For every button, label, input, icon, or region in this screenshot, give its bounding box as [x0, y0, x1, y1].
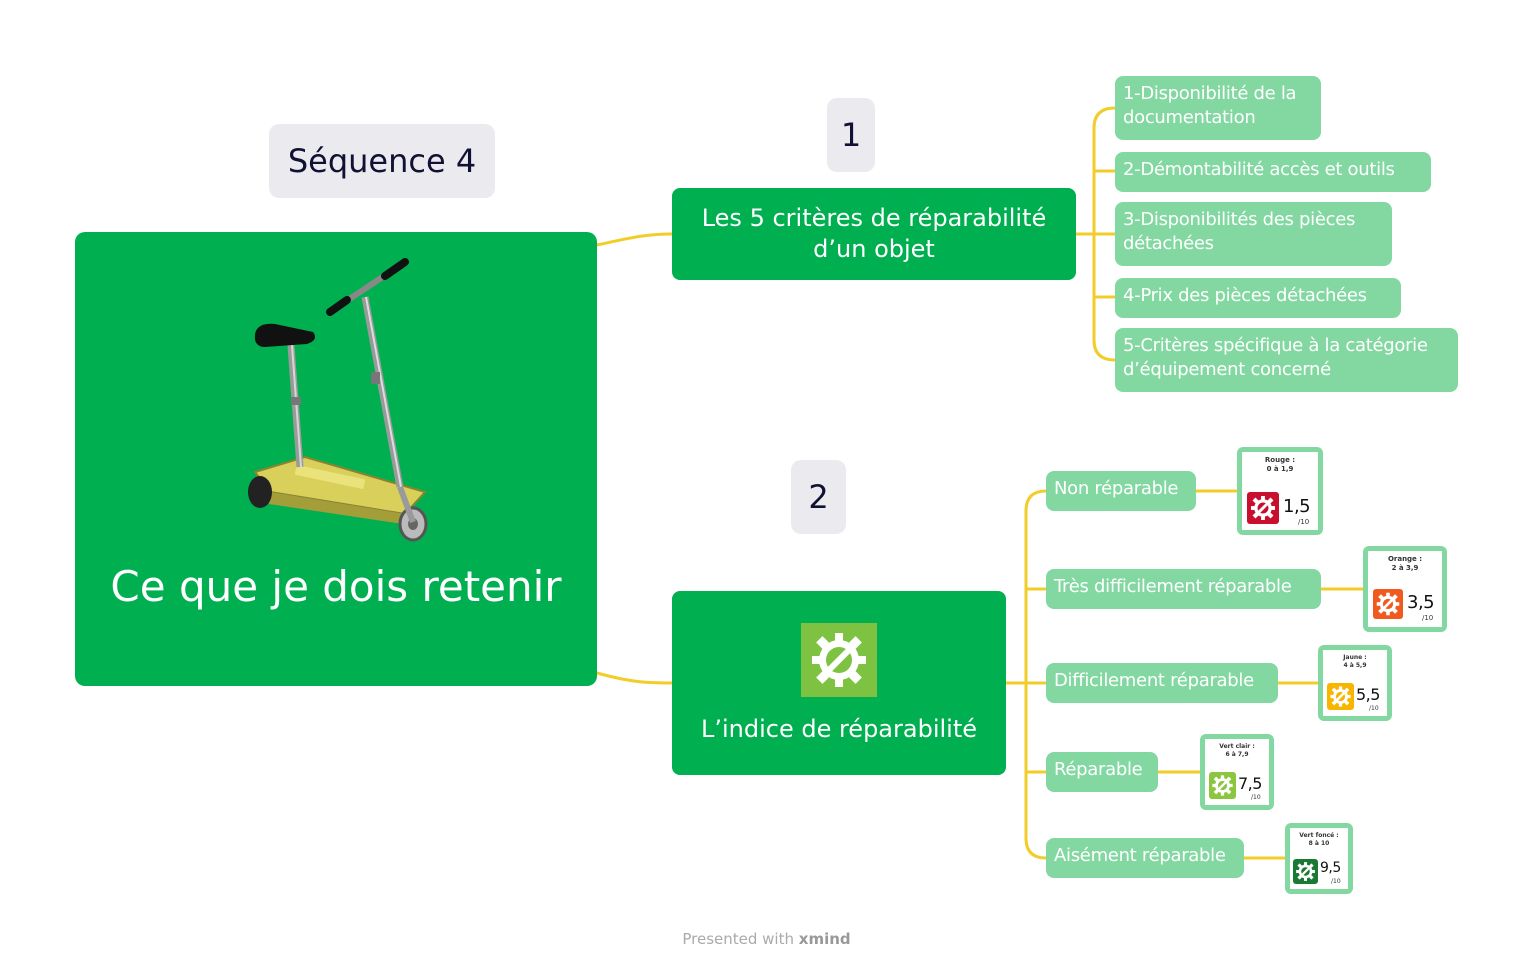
branch2-number-text: 2: [808, 478, 829, 516]
badge-rouge-icon: [1247, 492, 1279, 524]
badge-rouge-score: 1,5: [1283, 496, 1311, 517]
criterion-1[interactable]: 1-Disponibilité de la documentation: [1115, 76, 1321, 140]
badge-vert-clair-score: 7,5: [1238, 774, 1262, 793]
badge-orange-denominator: /10: [1422, 614, 1434, 622]
badge-rouge-denominator: /10: [1298, 518, 1310, 526]
root-topic[interactable]: Ce que je dois retenir: [75, 232, 597, 686]
level-1-text: Non réparable: [1054, 478, 1179, 499]
badge-vert-clair-caption: Vert clair : 6 à 7,9: [1219, 743, 1255, 758]
level-3-text: Difficilement réparable: [1054, 670, 1254, 691]
badge-vert-fonce-denominator: /10: [1331, 878, 1341, 885]
badge-vert-fonce[interactable]: Vert foncé : 8 à 10 9,5 /10: [1285, 823, 1353, 894]
footer-brand: xmind: [798, 930, 851, 948]
criterion-2-text: 2-Démontabilité accès et outils: [1123, 159, 1395, 180]
badge-rouge[interactable]: Rouge : 0 à 1,9 1,5 /10: [1237, 447, 1323, 535]
badge-jaune-score: 5,5: [1356, 685, 1380, 704]
branch1-topic[interactable]: Les 5 critères de réparabilité d’un obje…: [672, 188, 1076, 280]
badge-vert-clair-denominator: /10: [1251, 794, 1261, 801]
level-non-reparable[interactable]: Non réparable: [1046, 471, 1196, 511]
badge-jaune-caption: Jaune : 4 à 5,9: [1343, 654, 1367, 669]
scooter-image: [248, 258, 428, 542]
level-reparable[interactable]: Réparable: [1046, 752, 1158, 792]
branch1-number: 1: [827, 98, 875, 172]
criterion-5[interactable]: 5-Critères spécifique à la catégorie d’é…: [1115, 328, 1458, 392]
criterion-4[interactable]: 4-Prix des pièces détachées: [1115, 278, 1401, 318]
badge-vert-fonce-icon: [1293, 859, 1318, 884]
badge-orange-caption: Orange : 2 à 3,9: [1387, 555, 1423, 572]
criterion-5-text: 5-Critères spécifique à la catégorie d’é…: [1123, 335, 1428, 380]
badge-vert-clair[interactable]: Vert clair : 6 à 7,9 7,5 /10: [1200, 734, 1274, 810]
badge-orange[interactable]: Orange : 2 à 3,9 3,5 /10: [1363, 546, 1447, 632]
footer-attribution: Presented with xmind: [0, 930, 1533, 948]
badge-jaune-denominator: /10: [1369, 705, 1379, 712]
level-aisement-reparable[interactable]: Aisément réparable: [1046, 838, 1244, 878]
badge-vert-fonce-caption: Vert foncé : 8 à 10: [1299, 832, 1339, 847]
badge-vert-fonce-score: 9,5: [1320, 860, 1341, 876]
branch2-topic[interactable]: L’indice de réparabilité: [672, 591, 1006, 775]
sequence-label: Séquence 4: [269, 124, 495, 198]
connector-branch2-spine: [1024, 489, 1048, 860]
badge-vert-clair-icon: [1209, 772, 1236, 799]
level-5-text: Aisément réparable: [1054, 845, 1226, 866]
branch2-title: L’indice de réparabilité: [700, 715, 978, 743]
badge-jaune-icon: [1327, 683, 1354, 710]
branch2-number: 2: [791, 460, 846, 534]
connector-root-branch1: [595, 232, 674, 247]
level-2-text: Très difficilement réparable: [1054, 576, 1292, 597]
branch1-number-text: 1: [840, 116, 862, 154]
connector-root-branch2: [595, 671, 674, 685]
criterion-2[interactable]: 2-Démontabilité accès et outils: [1115, 152, 1431, 192]
level-tres-difficilement-reparable[interactable]: Très difficilement réparable: [1046, 569, 1321, 609]
root-title: Ce que je dois retenir: [110, 562, 562, 611]
sequence-label-text: Séquence 4: [287, 142, 477, 180]
criterion-3[interactable]: 3-Disponibilités des pièces détachées: [1115, 202, 1392, 266]
badge-orange-icon: [1373, 589, 1403, 619]
badge-orange-score: 3,5: [1407, 592, 1435, 613]
badge-rouge-caption: Rouge : 0 à 1,9: [1264, 456, 1296, 473]
level-4-text: Réparable: [1054, 759, 1143, 780]
criterion-1-text: 1-Disponibilité de la documentation: [1123, 83, 1297, 128]
footer-prefix: Presented with: [682, 930, 794, 948]
level-difficilement-reparable[interactable]: Difficilement réparable: [1046, 663, 1278, 703]
branch1-title: Les 5 critères de réparabilité d’un obje…: [701, 204, 1047, 263]
criterion-3-text: 3-Disponibilités des pièces détachées: [1123, 209, 1356, 254]
repair-icon: [801, 623, 877, 697]
badge-jaune[interactable]: Jaune : 4 à 5,9 5,5 /10: [1318, 645, 1392, 721]
criterion-4-text: 4-Prix des pièces détachées: [1123, 285, 1367, 306]
